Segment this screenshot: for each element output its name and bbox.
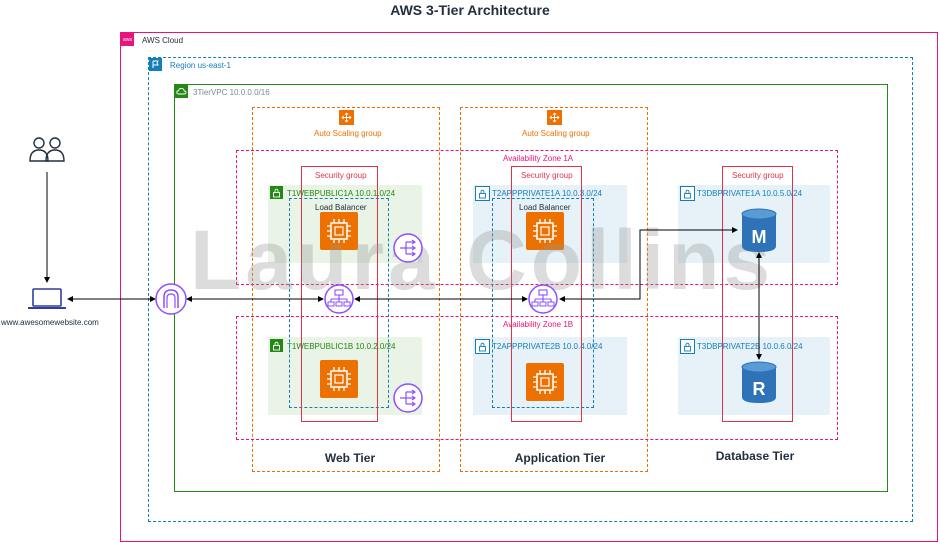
- app-security-group-label: Security group: [521, 171, 573, 180]
- public-subnet-lock-icon: [270, 339, 283, 352]
- auto-scaling-icon: [547, 110, 562, 125]
- web-asg-label: Auto Scaling group: [314, 129, 382, 138]
- subnet-web-1a-label: T1WEBPUBLIC1A 10.0.1.0/24: [287, 189, 396, 198]
- availability-zone-1a-label: Availability Zone 1A: [503, 154, 574, 163]
- aws-cloud-group: aws AWS Cloud: [120, 32, 938, 542]
- db-security-group-label: Security group: [732, 171, 784, 180]
- nat-gateway-icon: [393, 233, 423, 263]
- aws-cloud-icon: aws: [121, 33, 134, 46]
- web-tier-label: Web Tier: [324, 451, 376, 465]
- ec2-instance-icon: [526, 212, 564, 250]
- region-group: Region us-east-1: [148, 57, 913, 522]
- app-asg-label: Auto Scaling group: [522, 129, 590, 138]
- web-security-group: [301, 166, 378, 422]
- db-primary-letter: M: [752, 227, 767, 247]
- internet-gateway-icon: [155, 283, 187, 315]
- users-icon: [29, 137, 65, 162]
- ec2-instance-icon: [320, 212, 358, 250]
- availability-zone-1a: [236, 150, 838, 285]
- private-subnet-lock-icon: [475, 339, 490, 354]
- ec2-instance-icon: [320, 360, 358, 398]
- availability-zone-1b-label: Availability Zone 1B: [503, 320, 574, 329]
- private-subnet-lock-icon: [475, 186, 490, 201]
- subnet-app-1a-label: T2APPPRIVATE1A 10.0.3.0/24: [492, 189, 602, 198]
- rds-replica-database-icon: R: [741, 361, 777, 403]
- web-load-balancer-group: [289, 198, 389, 408]
- web-security-group-label: Security group: [315, 171, 367, 180]
- vpc-cloud-icon: [175, 85, 188, 98]
- web-auto-scaling-group: [252, 107, 440, 472]
- app-load-balancer-group: [492, 198, 594, 408]
- db-replica-letter: R: [753, 379, 766, 399]
- aws-cloud-label: AWS Cloud: [142, 36, 184, 45]
- db-tier-label: Database Tier: [715, 449, 795, 463]
- client-laptop-icon: [28, 288, 66, 309]
- client-url-label: www.awesomewebsite.com: [1, 318, 99, 327]
- web-load-balancer-label: Load Balancer: [315, 203, 367, 212]
- region-flag-icon: [149, 58, 162, 71]
- subnet-db-1a-label: T3DBPRIVATE1A 10.0.5.0/24: [697, 189, 803, 198]
- app-lb-to-db-arrow: [559, 227, 738, 302]
- auto-scaling-icon: [339, 110, 354, 125]
- diagram-title: AWS 3-Tier Architecture: [390, 2, 550, 18]
- ec2-instance-icon: [526, 363, 564, 401]
- subnet-app-1b-label: T2APPPRIVATE2B 10.0.4.0/24: [492, 342, 603, 351]
- subnet-web-1b-label: T1WEBPUBLIC1B 10.0.2.0/24: [287, 342, 396, 351]
- private-subnet-lock-icon: [680, 186, 695, 201]
- web-load-balancer-icon: [324, 284, 354, 314]
- region-label: Region us-east-1: [170, 61, 231, 70]
- availability-zone-1b: [236, 316, 838, 440]
- subnet-db-1b-label: T3DBPRIVATE2B 10.0.6.0/24: [697, 342, 803, 351]
- vpc-label: 3TierVPC 10.0.0.0/16: [193, 88, 270, 97]
- app-load-balancer-icon: [528, 284, 558, 314]
- public-subnet-lock-icon: [270, 186, 283, 199]
- nat-gateway-icon: [393, 383, 423, 413]
- app-load-balancer-label: Load Balancer: [519, 203, 571, 212]
- app-tier-label: Application Tier: [514, 451, 606, 465]
- rds-primary-database-icon: M: [741, 208, 777, 252]
- private-subnet-lock-icon: [680, 339, 695, 354]
